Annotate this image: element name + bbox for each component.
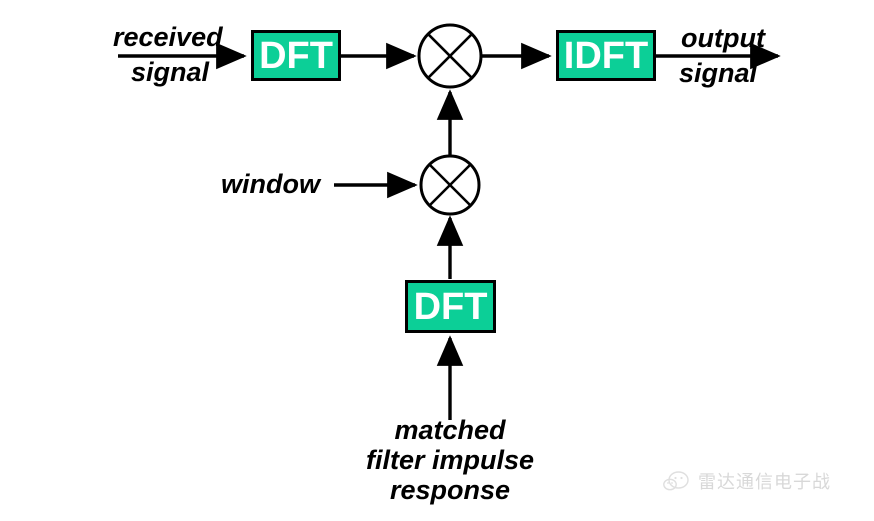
block-dft-top[interactable]: DFT bbox=[251, 30, 341, 81]
watermark-text: 雷达通信电子战 bbox=[698, 472, 831, 493]
watermark: 雷达通信电子战 bbox=[663, 468, 831, 494]
block-idft-label: IDFT bbox=[563, 34, 649, 77]
multiplier-window bbox=[419, 154, 481, 216]
block-dft-bottom-label: DFT bbox=[413, 285, 488, 328]
matched-filter-label-line1: matched bbox=[394, 415, 506, 445]
output-label-line1: output bbox=[681, 23, 765, 53]
input-label-line2: signal bbox=[131, 57, 210, 87]
window-label: window bbox=[221, 169, 320, 199]
matched-filter-label-line3: response bbox=[389, 475, 511, 506]
block-dft-top-label: DFT bbox=[259, 34, 333, 77]
matched-filter-label: matched filter impulse response bbox=[355, 415, 545, 506]
output-label-line2: signal bbox=[679, 58, 758, 88]
chat-bubble-logo-icon bbox=[663, 470, 689, 492]
multiplier-top bbox=[417, 23, 483, 89]
input-label-line1: received bbox=[113, 22, 223, 52]
block-dft-bottom[interactable]: DFT bbox=[405, 280, 496, 333]
block-idft[interactable]: IDFT bbox=[556, 30, 656, 81]
matched-filter-label-line2: filter impulse bbox=[365, 445, 535, 476]
